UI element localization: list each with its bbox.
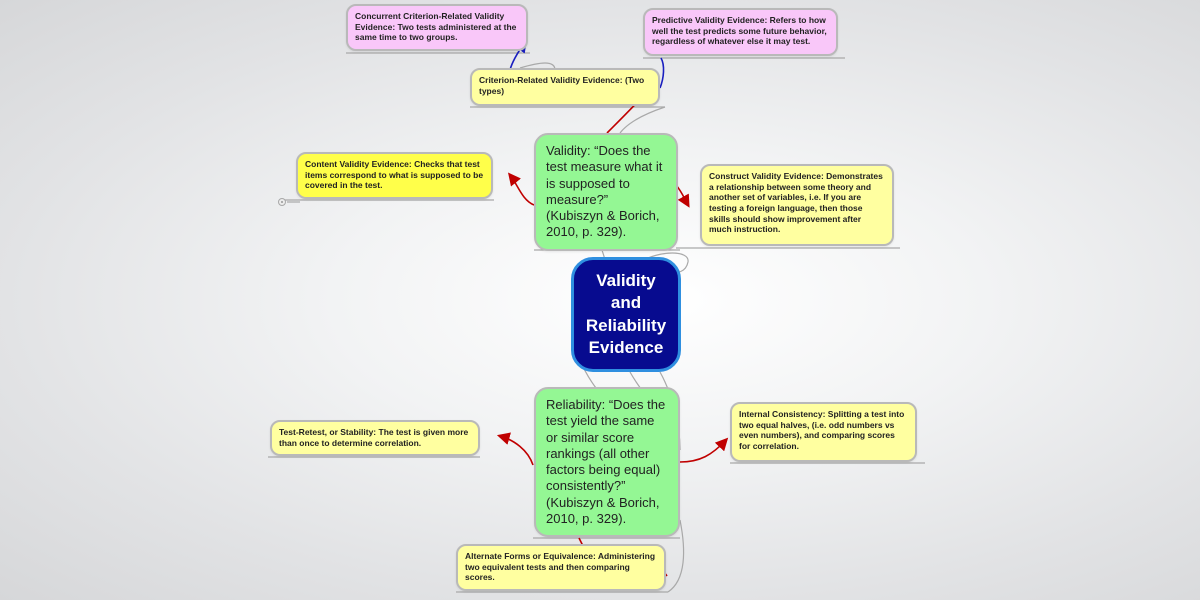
node-validity[interactable]: Validity: “Does the test measure what it… — [534, 133, 678, 251]
node-construct-label: Construct Validity Evidence: Demonstrate… — [709, 171, 883, 235]
node-concurrent-criterion-validity[interactable]: Concurrent Criterion-Related Validity Ev… — [346, 4, 528, 51]
arrow-reliability-test-retest — [496, 432, 534, 466]
arrow-criterion-predictive — [659, 57, 665, 89]
node-criterion-label: Criterion-Related Validity Evidence: (Tw… — [479, 75, 645, 96]
branch-reliability-alternate — [667, 519, 685, 593]
node-central-topic[interactable]: Validity and Reliability Evidence — [571, 257, 681, 372]
arrow-validity-content — [508, 172, 535, 206]
collapse-toggle-content[interactable] — [278, 198, 286, 206]
node-content-label: Content Validity Evidence: Checks that t… — [305, 159, 484, 191]
node-predictive-validity[interactable]: Predictive Validity Evidence: Refers to … — [643, 8, 838, 56]
node-alternate-forms[interactable]: Alternate Forms or Equivalence: Administ… — [456, 544, 666, 591]
branch-validity-criterion — [619, 106, 666, 134]
node-concurrent-label: Concurrent Criterion-Related Validity Ev… — [355, 11, 517, 43]
node-validity-label: Validity: “Does the test measure what it… — [546, 143, 663, 240]
arrow-reliability-internal — [679, 437, 729, 463]
node-test-retest[interactable]: Test-Retest, or Stability: The test is g… — [270, 420, 480, 456]
node-reliability-label: Reliability: “Does the test yield the sa… — [546, 397, 666, 526]
node-content-validity[interactable]: Content Validity Evidence: Checks that t… — [296, 152, 493, 199]
node-reliability[interactable]: Reliability: “Does the test yield the sa… — [534, 387, 680, 537]
branch-criterion-concurrent — [519, 62, 556, 71]
node-construct-validity[interactable]: Construct Validity Evidence: Demonstrate… — [700, 164, 894, 246]
node-alternate-label: Alternate Forms or Equivalence: Administ… — [465, 551, 656, 583]
node-criterion-related-validity[interactable]: Criterion-Related Validity Evidence: (Tw… — [470, 68, 660, 106]
node-internal-label: Internal Consistency: Splitting a test i… — [739, 409, 905, 451]
central-topic-label: Validity and Reliability Evidence — [585, 271, 667, 357]
node-internal-consistency[interactable]: Internal Consistency: Splitting a test i… — [730, 402, 917, 462]
node-predictive-label: Predictive Validity Evidence: Refers to … — [652, 15, 827, 47]
node-test-retest-label: Test-Retest, or Stability: The test is g… — [279, 427, 469, 448]
